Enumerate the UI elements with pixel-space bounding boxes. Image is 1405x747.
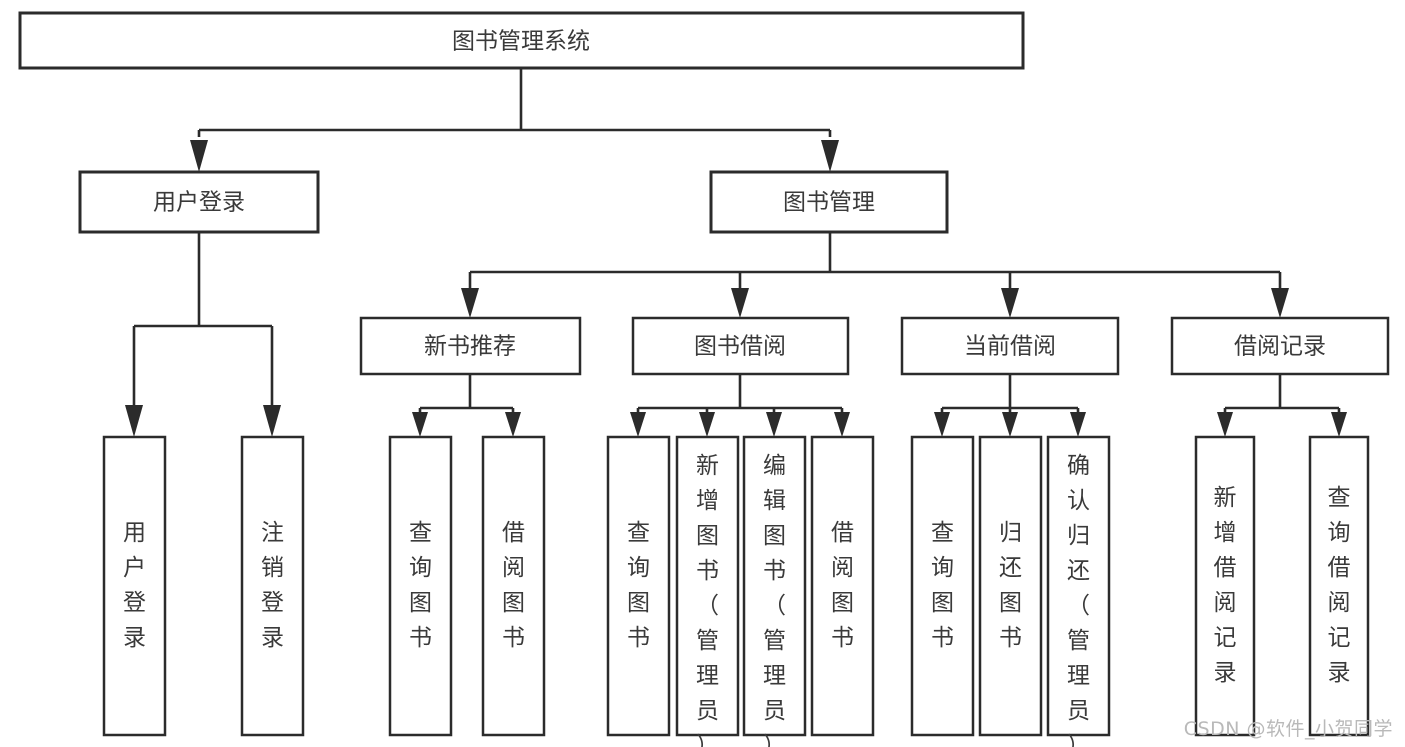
arrow-head-leaf-return-book <box>1002 412 1018 437</box>
leaf-node[interactable]: 用户登录 <box>102 435 167 737</box>
leaf-node-box[interactable] <box>388 435 453 737</box>
leaf-node-label: 查询图书 <box>409 520 432 651</box>
node-user-login-box[interactable] <box>78 170 320 234</box>
leaf-node-label: 借阅图书 <box>502 520 525 651</box>
arrow-head-leaf-logout <box>263 405 281 437</box>
arrow-head-leaf-query-record <box>1331 412 1347 437</box>
node-new-book-recommend[interactable]: 新书推荐 <box>359 316 582 376</box>
arrow-head-leaf-borrow-book-1 <box>505 412 521 437</box>
edges-userlogin-to-leaves <box>125 232 281 437</box>
edges-borrowrecord-to-leaves <box>1217 374 1347 437</box>
arrow-head-book-borrow <box>731 288 749 318</box>
leaf-node-box[interactable] <box>606 435 671 737</box>
leaf-node-label: 新增借阅记录 <box>1214 485 1237 686</box>
leaf-node-label: 编辑图书（管理员） <box>763 453 786 747</box>
arrow-head-leaf-add-book <box>699 412 715 437</box>
leaf-node-box[interactable] <box>675 435 740 737</box>
arrow-head-new-book-rec <box>461 288 479 318</box>
leaf-node-layer: 用户登录 注销登录 查询图书 借阅图书 查询图书 新增图书（管理员） 编辑图书（管理员） 借阅… <box>102 435 1370 747</box>
csdn-watermark: CSDN @软件_小贺同学 <box>1183 718 1393 740</box>
leaf-node[interactable]: 查询图书 <box>388 435 453 737</box>
arrow-head-current-borrow <box>1001 288 1019 318</box>
leaf-node-label: 借阅图书 <box>831 520 854 651</box>
node-book-borrow-box[interactable] <box>631 316 850 376</box>
edges-bookborrow-to-leaves <box>630 374 850 437</box>
leaf-node-label: 归还图书 <box>999 520 1022 651</box>
node-borrow-record-box[interactable] <box>1170 316 1390 376</box>
node-root-label: 图书管理系统 <box>452 29 590 55</box>
leaf-node-label: 新增图书（管理员） <box>696 453 719 747</box>
node-current-borrow-label: 当前借阅 <box>964 334 1056 360</box>
leaf-node[interactable]: 查询图书 <box>910 435 975 737</box>
leaf-node-box[interactable] <box>1046 435 1111 737</box>
leaf-node-label: 查询图书 <box>931 520 954 651</box>
leaf-node[interactable]: 新增图书（管理员） <box>675 435 740 747</box>
arrow-head-leaf-borrow-book-2 <box>834 412 850 437</box>
node-current-borrow[interactable]: 当前借阅 <box>900 316 1120 376</box>
leaf-node[interactable]: 借阅图书 <box>810 435 875 737</box>
leaf-node-label: 查询图书 <box>627 520 650 651</box>
leaf-node[interactable]: 编辑图书（管理员） <box>742 435 807 747</box>
node-user-login[interactable]: 用户登录 <box>78 170 320 234</box>
leaf-node[interactable]: 借阅图书 <box>481 435 546 737</box>
node-current-borrow-box[interactable] <box>900 316 1120 376</box>
arrow-head-borrow-record <box>1271 288 1289 318</box>
leaf-node-box[interactable] <box>102 435 167 737</box>
leaf-node[interactable]: 查询图书 <box>606 435 671 737</box>
leaf-node-box[interactable] <box>810 435 875 737</box>
node-root-system[interactable]: 图书管理系统 <box>18 11 1025 70</box>
arrow-head-leaf-confirm-return <box>1070 412 1086 437</box>
leaf-node[interactable]: 新增借阅记录 <box>1194 435 1256 737</box>
edges-newbook-to-leaves <box>412 374 521 437</box>
arrow-head-leaf-edit-book <box>766 412 782 437</box>
leaf-node-label: 确认归还（管理员） <box>1067 453 1090 747</box>
arrow-head-user-login <box>190 140 208 172</box>
node-borrow-record[interactable]: 借阅记录 <box>1170 316 1390 376</box>
node-root-box[interactable] <box>18 11 1025 70</box>
node-book-management[interactable]: 图书管理 <box>709 170 949 234</box>
node-book-management-label: 图书管理 <box>783 190 875 216</box>
node-book-borrow[interactable]: 图书借阅 <box>631 316 850 376</box>
leaf-node[interactable]: 查询借阅记录 <box>1308 435 1370 737</box>
leaf-node-box[interactable] <box>910 435 975 737</box>
leaf-node-label: 注销登录 <box>261 520 284 651</box>
node-borrow-record-label: 借阅记录 <box>1234 334 1326 360</box>
node-book-borrow-label: 图书借阅 <box>694 334 786 360</box>
node-new-book-recommend-label: 新书推荐 <box>424 334 516 360</box>
leaf-node[interactable]: 确认归还（管理员） <box>1046 435 1111 747</box>
leaf-node-label: 用户登录 <box>123 520 146 651</box>
node-book-management-box[interactable] <box>709 170 949 234</box>
node-new-book-recommend-box[interactable] <box>359 316 582 376</box>
arrow-head-leaf-query-book-2 <box>630 412 646 437</box>
arrow-head-book-manage <box>821 140 839 172</box>
arrow-head-leaf-add-record <box>1217 412 1233 437</box>
arrow-head-leaf-query-book-1 <box>412 412 428 437</box>
leaf-node-box[interactable] <box>1308 435 1370 737</box>
arrow-head-leaf-user-login <box>125 405 143 437</box>
leaf-node-box[interactable] <box>742 435 807 737</box>
edges-root-to-level1 <box>190 68 839 172</box>
leaf-node-box[interactable] <box>978 435 1043 737</box>
leaf-node[interactable]: 注销登录 <box>240 435 305 737</box>
leaf-node-label: 查询借阅记录 <box>1328 485 1351 686</box>
edges-currentborrow-to-leaves <box>934 374 1086 437</box>
edges-bookmanage-to-level2 <box>461 232 1289 318</box>
leaf-node-box[interactable] <box>240 435 305 737</box>
leaf-node[interactable]: 归还图书 <box>978 435 1043 737</box>
leaf-node-box[interactable] <box>1194 435 1256 737</box>
arrow-head-leaf-query-book-3 <box>934 412 950 437</box>
node-user-login-label: 用户登录 <box>153 190 245 216</box>
leaf-node-box[interactable] <box>481 435 546 737</box>
